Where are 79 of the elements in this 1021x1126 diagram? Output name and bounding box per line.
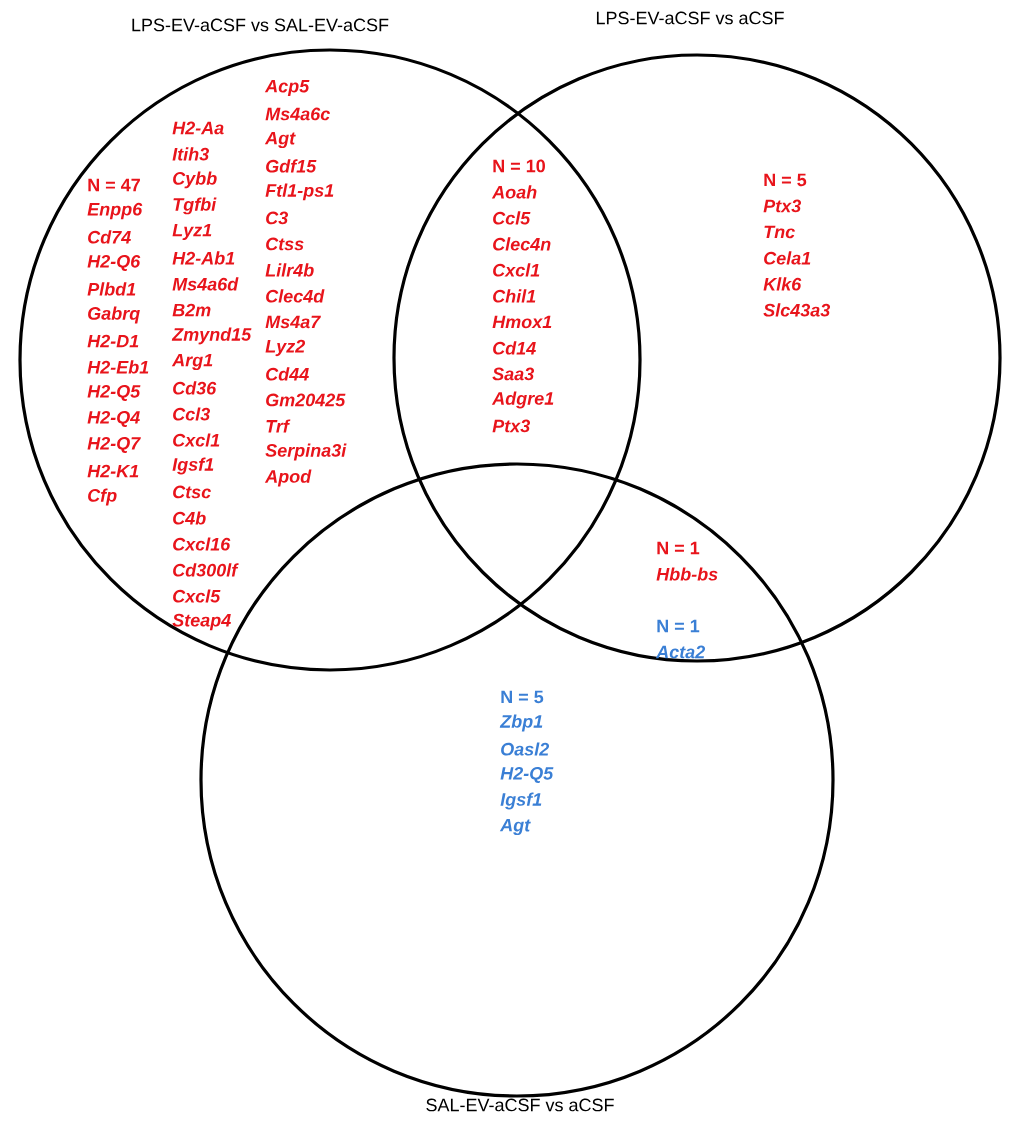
- gene-name: Acp5: [264, 79, 310, 97]
- count-label: N = 5: [501, 690, 544, 704]
- gene-name: Oasl2: [501, 742, 550, 756]
- gene-name: Clec4n: [493, 237, 551, 251]
- gene-name: Hbb-bs: [656, 567, 718, 581]
- gene-name: Cd300lf: [173, 563, 239, 577]
- gene-name: Itih3: [172, 147, 209, 161]
- gene-name: Igsf1: [500, 792, 542, 810]
- gene-name: Tgfbi: [173, 197, 217, 215]
- gene-name: C4b: [173, 511, 206, 525]
- count-label: N = 47: [88, 178, 140, 192]
- gene-name: Slc43a3: [763, 303, 831, 317]
- gene-name: Cd36: [173, 381, 217, 395]
- circle-heading: LPS-EV-aCSF vs aCSF: [596, 11, 784, 25]
- gene-name: Zbp1: [499, 714, 543, 732]
- gene-name: Cfp: [88, 488, 117, 506]
- count-label: N = 5: [764, 173, 807, 187]
- gene-name: C3: [266, 211, 288, 225]
- gene-name: Cd14: [493, 341, 536, 355]
- gene-name: Cd44: [266, 367, 309, 381]
- gene-name: Cxcl1: [493, 263, 540, 277]
- gene-name: Cela1: [764, 251, 811, 265]
- gene-name: H2-Q4: [87, 410, 140, 428]
- gene-name: Lyz2: [265, 339, 306, 357]
- gene-name: Ptx3: [492, 419, 531, 433]
- gene-name: Enpp6: [87, 202, 143, 220]
- gene-name: H2-K1: [87, 464, 139, 478]
- gene-name: H2-Ab1: [172, 251, 235, 265]
- gene-name: Ms4a6d: [172, 277, 239, 291]
- count-label: N = 10: [493, 159, 545, 173]
- gene-name: H2-Aa: [172, 121, 224, 135]
- gene-name: Trf: [266, 419, 291, 433]
- gene-name: Ccl3: [173, 407, 211, 421]
- gene-name: H2-Eb1: [87, 360, 149, 374]
- gene-name: Serpina3i: [265, 443, 347, 461]
- gene-name: H2-Q5: [87, 384, 141, 402]
- gene-name: Ccl5: [493, 211, 531, 225]
- gene-name: Hmox1: [492, 315, 552, 329]
- circle-heading: LPS-EV-aCSF vs SAL-EV-aCSF: [132, 18, 389, 32]
- count-label: N = 1: [657, 619, 700, 633]
- gene-name: Chil1: [493, 289, 536, 303]
- gene-name: H2-D1: [87, 334, 139, 348]
- gene-name: Zmynd15: [171, 327, 252, 345]
- gene-name: Ctss: [266, 237, 304, 251]
- gene-name: Plbd1: [87, 282, 136, 296]
- gene-name: Gdf15: [266, 159, 317, 173]
- gene-name: Klk6: [763, 277, 802, 291]
- gene-name: Lyz1: [172, 223, 212, 241]
- gene-name: B2m: [172, 303, 211, 317]
- gene-name: Igsf1: [172, 457, 214, 475]
- gene-name: Gabrq: [88, 306, 140, 324]
- gene-name: H2-Q7: [87, 436, 141, 454]
- gene-name: Gm20425: [266, 393, 346, 407]
- gene-name: Lilr4b: [265, 263, 314, 277]
- gene-name: Aoah: [491, 185, 537, 199]
- gene-name: Cxcl1: [173, 433, 220, 447]
- gene-name: Arg1: [171, 353, 213, 371]
- gene-name: Ptx3: [763, 199, 802, 213]
- gene-name: Agt: [264, 131, 296, 149]
- gene-name: Saa3: [492, 367, 535, 381]
- gene-name: Cd74: [88, 230, 131, 244]
- gene-name: H2-Q6: [87, 254, 141, 272]
- gene-name: H2-Q5: [500, 766, 554, 784]
- gene-name: Tnc: [764, 225, 795, 239]
- gene-name: Ctsc: [173, 485, 211, 499]
- gene-name: Cxcl16: [173, 537, 231, 551]
- gene-name: Acta2: [655, 645, 706, 659]
- gene-name: Cxcl5: [173, 589, 221, 603]
- gene-name: Clec4d: [266, 289, 325, 303]
- gene-name: Agt: [499, 818, 531, 836]
- gene-name: Ms4a7: [265, 315, 321, 329]
- count-label: N = 1: [657, 541, 700, 555]
- gene-name: Apod: [264, 469, 312, 487]
- gene-name: Steap4: [172, 613, 231, 631]
- circle-heading: SAL-EV-aCSF vs aCSF: [426, 1098, 614, 1112]
- gene-name: Cybb: [173, 171, 217, 189]
- gene-name: Adgre1: [491, 391, 554, 409]
- gene-name: Ms4a6c: [265, 107, 330, 121]
- gene-name: Ftl1-ps1: [265, 183, 334, 201]
